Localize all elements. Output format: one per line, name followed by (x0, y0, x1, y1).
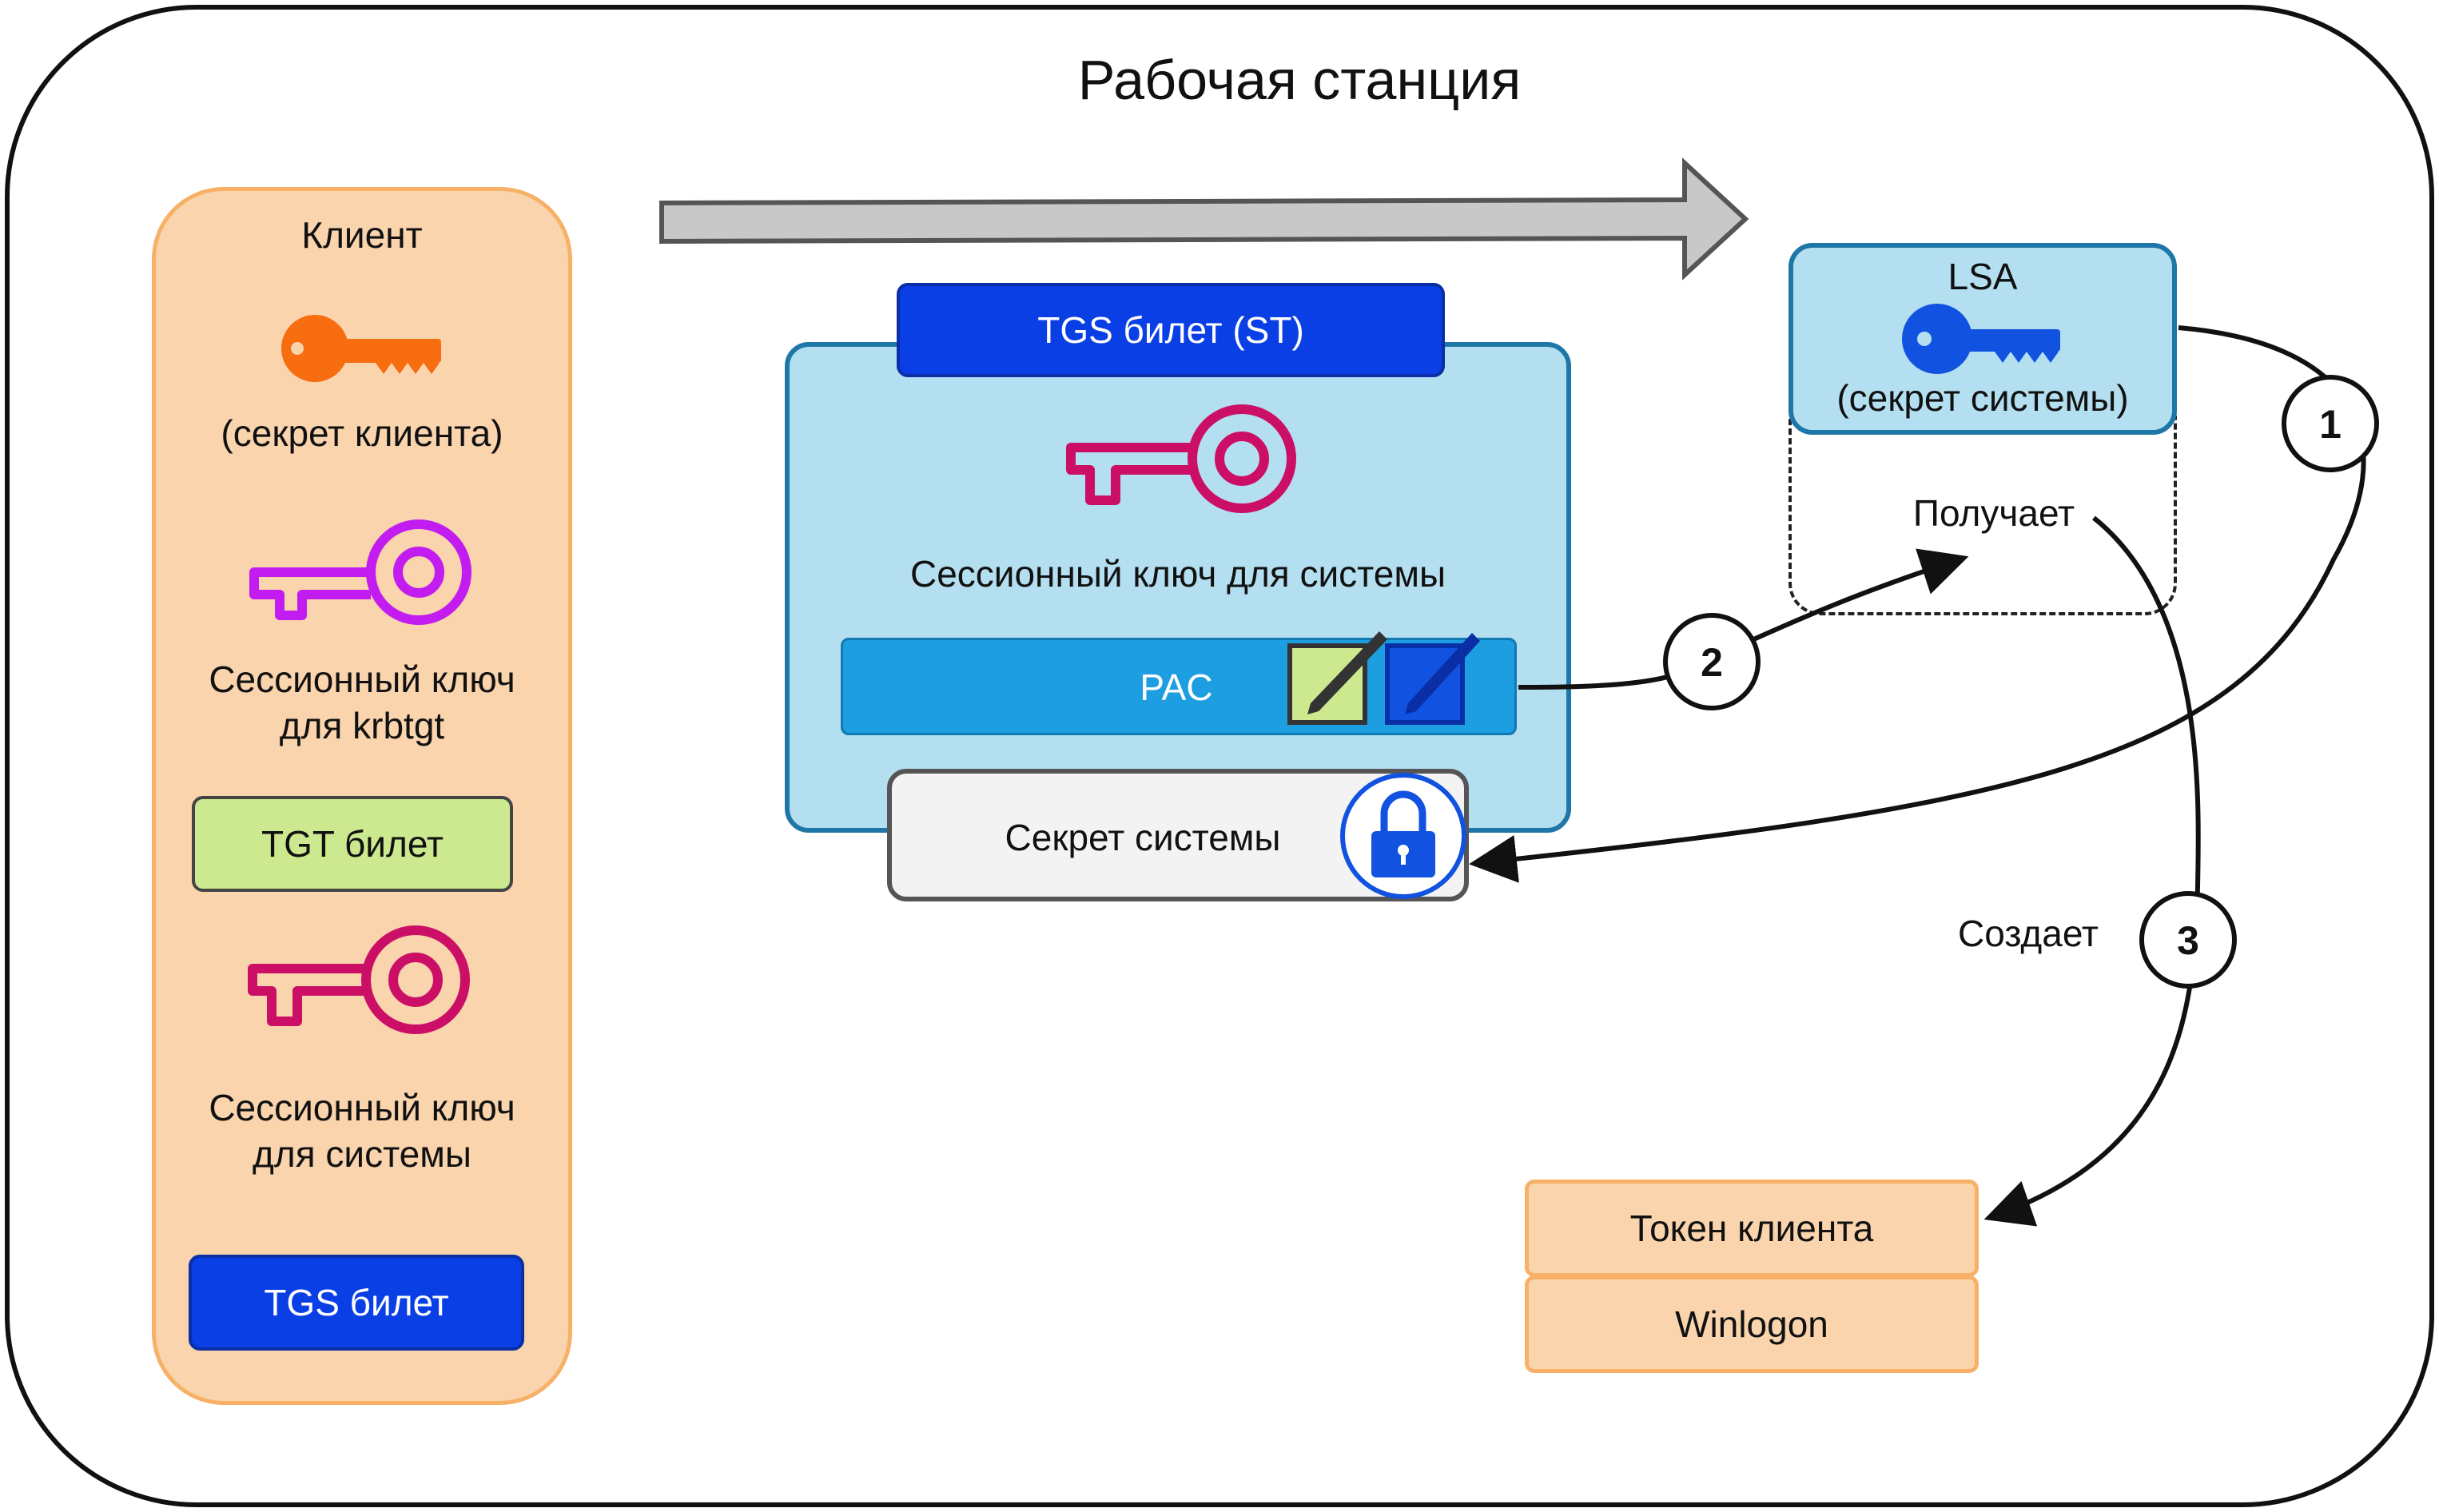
connector-1 (1469, 325, 2366, 883)
system-session-key-label-line2: для системы (253, 1133, 471, 1175)
system-secret-label: Секрет системы (1005, 817, 1281, 858)
pac-label: PAC (1140, 666, 1213, 708)
connector-3 (1983, 515, 2201, 1227)
krbtgt-session-key-label-line2: для krbtgt (279, 705, 445, 746)
step-3-label: 3 (2177, 918, 2199, 963)
step-3-badge: 3 (2139, 891, 2237, 989)
step-2-label: 2 (1701, 640, 1723, 685)
tgs-ticket: TGS билет (189, 1255, 524, 1351)
lock-icon (1340, 773, 1466, 899)
tgt-ticket-label: TGT билет (261, 823, 444, 865)
lsa-receives-label: Получает (1912, 492, 2075, 534)
lsa-key-icon (1902, 304, 2060, 374)
client-system-key-icon (248, 925, 470, 1034)
workstation-title: Рабочая станция (1077, 49, 1522, 111)
flow-arrow-icon (659, 157, 1749, 281)
client-token-label: Токен клиента (1629, 1208, 1874, 1249)
service-ticket-header-label: TGS билет (ST) (1037, 309, 1304, 351)
lsa-heading: LSA (1948, 256, 2018, 297)
client-key-icon (281, 315, 441, 382)
system-session-key-label-line1: Сессионный ключ (209, 1087, 515, 1128)
st-session-key-icon (1066, 404, 1296, 513)
creates-label: Создает (1958, 913, 2099, 954)
client-token-box: Токен клиента (1525, 1180, 1979, 1277)
workstation-frame (5, 5, 2434, 1507)
st-session-key-label: Сессионный ключ для системы (909, 553, 1446, 595)
pac-signature-green (1287, 631, 1387, 725)
krbtgt-key-icon (249, 519, 471, 625)
lsa-receive-area (1788, 416, 2177, 615)
winlogon-label: Winlogon (1675, 1303, 1828, 1345)
pac-signature-blue (1385, 633, 1480, 725)
lsa-secret-label: (секрет системы) (1836, 377, 2129, 419)
step-1-label: 1 (2319, 402, 2342, 447)
step-2-badge: 2 (1663, 613, 1761, 710)
step-1-badge: 1 (2282, 375, 2379, 472)
tgs-ticket-label: TGS билет (264, 1282, 449, 1323)
winlogon-box: Winlogon (1525, 1275, 1979, 1373)
pencil-icon (1307, 631, 1387, 714)
client-heading: Клиент (301, 214, 423, 256)
tgt-ticket: TGT билет (192, 796, 513, 892)
krbtgt-session-key-label-line1: Сессионный ключ (209, 659, 515, 700)
pencil-icon (1405, 633, 1480, 714)
service-ticket-header: TGS билет (ST) (897, 283, 1445, 377)
client-secret-label: (секрет клиента) (221, 412, 503, 454)
